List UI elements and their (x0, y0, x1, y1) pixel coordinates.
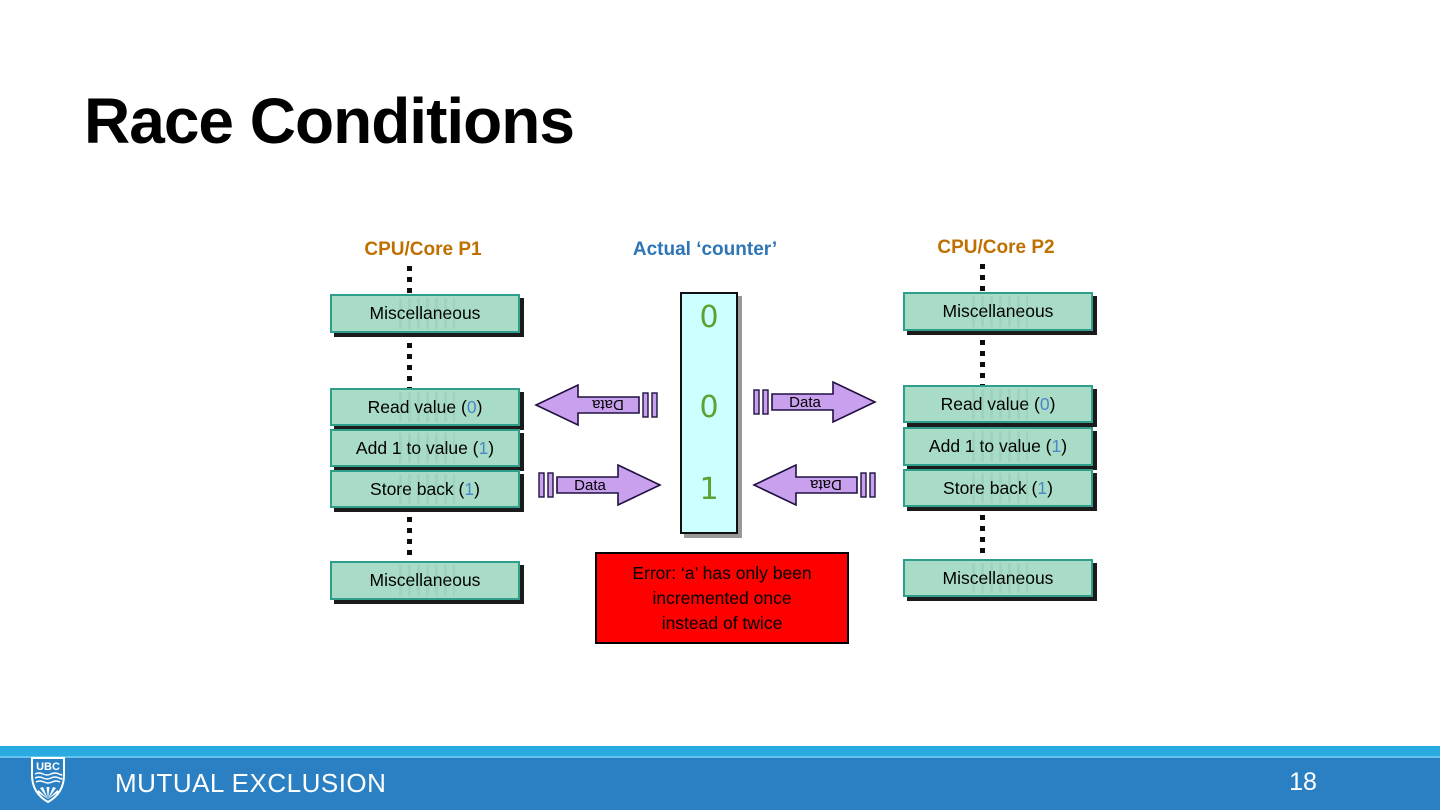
error-callout: Error: ‘a’ has only been incremented onc… (595, 552, 849, 644)
box-label: Add 1 to value ( (928, 436, 1052, 456)
cpu-p1-header: CPU/Core P1 (364, 239, 482, 260)
arrow-tail-bar (538, 472, 545, 498)
box-label: Store back ( (943, 477, 1038, 498)
arrow-tail-bar (642, 392, 649, 418)
p1-timeline-dots (407, 506, 412, 561)
box-label: Add 1 to value ( (355, 437, 479, 458)
cpu-p2-header: CPU/Core P2 (937, 237, 1055, 258)
page-number: 18 (1289, 768, 1317, 796)
p2-timeline-dots (980, 329, 985, 385)
counter-value-1: 0 (699, 390, 719, 425)
arrow-shape-right (771, 380, 877, 424)
p1-box-miscellaneous-bottom: Miscellaneous (330, 561, 520, 600)
p2-box-add-one: Add 1 to value (1) (903, 427, 1093, 466)
box-value: 1 (464, 478, 475, 499)
error-line: instead of twice (661, 612, 783, 633)
box-label: Store back ( (370, 478, 465, 499)
data-arrow-p1-to-counter: Data (538, 463, 662, 507)
arrow-tail-bar (762, 389, 769, 415)
box-label-suffix: ) (476, 396, 483, 417)
box-value: 0 (1039, 393, 1050, 414)
box-label-suffix: ) (1061, 436, 1068, 456)
ubc-logo-icon: UBC (31, 757, 65, 803)
error-line: Error: ‘a’ has only been (632, 562, 812, 583)
box-label: Read value ( (367, 396, 467, 417)
counter-header: Actual ‘counter’ (632, 239, 778, 260)
arrow-tail-bar (869, 472, 876, 498)
footer-accent-strip (0, 746, 1440, 756)
footer-bar (0, 756, 1440, 810)
arrow-label: Data (574, 477, 606, 494)
slide-title: Race Conditions (84, 85, 575, 157)
arrow-shape-right (556, 463, 662, 507)
data-arrow-counter-to-p2: Data (753, 380, 877, 424)
arrow-tail-bar (753, 389, 760, 415)
footer-section-title: MUTUAL EXCLUSION (115, 768, 387, 798)
p2-timeline-dots (980, 504, 985, 559)
p1-box-add-one: Add 1 to value (1) (330, 429, 520, 467)
p2-box-store-back: Store back (1) (903, 469, 1093, 507)
counter-box: 0 0 1 (680, 292, 738, 534)
arrow-shape-left (534, 383, 640, 427)
p2-timeline-dots (980, 264, 985, 292)
box-value: 1 (1051, 436, 1062, 456)
box-value: 0 (466, 396, 477, 417)
data-arrow-counter-to-p1: Data (534, 383, 658, 427)
box-label: Miscellaneous (369, 570, 481, 590)
ubc-logo-text: UBC (36, 761, 60, 773)
box-label-suffix: ) (1049, 393, 1056, 414)
arrow-tail-bar (547, 472, 554, 498)
box-value: 1 (1037, 477, 1048, 498)
box-value: 1 (478, 437, 489, 458)
counter-value-2: 1 (699, 472, 719, 507)
arrow-tail-bar (651, 392, 658, 418)
p2-box-miscellaneous-bottom: Miscellaneous (903, 559, 1093, 597)
arrow-label: Data (592, 396, 624, 413)
arrow-tail-bar (860, 472, 867, 498)
p1-timeline-dots (407, 332, 412, 388)
p2-box-miscellaneous-top: Miscellaneous (903, 292, 1093, 331)
p1-box-miscellaneous-top: Miscellaneous (330, 294, 520, 333)
arrow-label: Data (789, 394, 821, 411)
p1-box-store-back: Store back (1) (330, 470, 520, 508)
counter-value-0: 0 (699, 300, 719, 335)
box-label-suffix: ) (488, 437, 495, 458)
box-label-suffix: ) (474, 478, 480, 499)
data-arrow-p2-to-counter: Data (752, 463, 876, 507)
p1-box-read-value: Read value (0) (330, 388, 520, 426)
box-label: Miscellaneous (369, 303, 481, 323)
box-label-suffix: ) (1047, 477, 1053, 498)
box-label: Miscellaneous (942, 301, 1054, 321)
p2-box-read-value: Read value (0) (903, 385, 1093, 423)
arrow-shape-left (752, 463, 858, 507)
error-line: incremented once (652, 587, 792, 608)
box-label: Read value ( (940, 393, 1040, 414)
arrow-label: Data (810, 476, 842, 493)
p1-timeline-dots (407, 266, 412, 294)
box-label: Miscellaneous (942, 567, 1054, 588)
